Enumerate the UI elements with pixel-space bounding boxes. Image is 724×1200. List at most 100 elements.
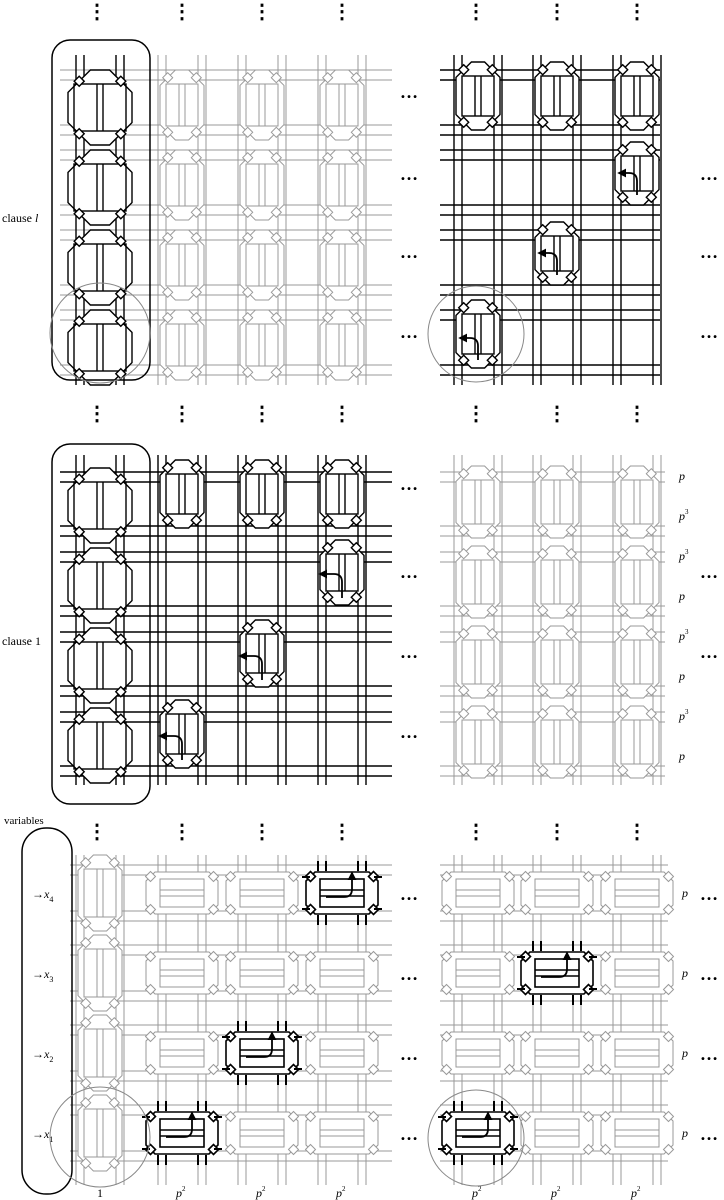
gadget-inner bbox=[455, 1038, 501, 1068]
vertical-ellipsis: ⋮ bbox=[466, 821, 486, 843]
gadget-node bbox=[662, 1143, 675, 1156]
gadget-node bbox=[350, 366, 363, 379]
gadget-node bbox=[270, 151, 283, 164]
gadget-node bbox=[241, 311, 254, 324]
gadget-node bbox=[73, 75, 86, 88]
row-label-p: p bbox=[678, 469, 685, 483]
gadget-inner bbox=[245, 323, 279, 367]
gadget-node bbox=[161, 231, 174, 244]
gadget-node bbox=[304, 1110, 317, 1123]
gadget-node bbox=[321, 231, 334, 244]
literal-gadget bbox=[239, 149, 285, 221]
gadget-node bbox=[536, 271, 549, 284]
gadget-inner bbox=[165, 473, 199, 515]
literal-gadget bbox=[159, 69, 205, 141]
gadget-node bbox=[108, 997, 121, 1010]
gadget-node bbox=[73, 287, 86, 300]
literal-gadget bbox=[159, 149, 205, 221]
highlight-circle bbox=[49, 1086, 151, 1188]
gadget-node bbox=[616, 116, 629, 129]
ellipsis: … bbox=[700, 1044, 718, 1064]
gadget-node bbox=[321, 366, 334, 379]
flow-arrow bbox=[326, 871, 357, 898]
gadget-node bbox=[190, 151, 203, 164]
gadget-node bbox=[565, 524, 578, 537]
gadget-node bbox=[565, 271, 578, 284]
gadget-inner bbox=[73, 83, 127, 132]
gadget-node bbox=[582, 1143, 595, 1156]
variable-gadget bbox=[304, 1030, 380, 1076]
gadget-node bbox=[207, 950, 220, 963]
gadget-node bbox=[565, 604, 578, 617]
vertical-ellipsis: ⋮ bbox=[172, 1, 192, 23]
variable-gadget bbox=[144, 1030, 220, 1076]
gadget-inner bbox=[540, 75, 574, 117]
gadget-node bbox=[536, 223, 549, 236]
gadget-node bbox=[241, 461, 254, 474]
gadget-node bbox=[73, 367, 86, 380]
gadget-node bbox=[161, 701, 174, 714]
gadget-inner bbox=[325, 243, 359, 287]
gadget-node bbox=[536, 707, 549, 720]
flow-arrow bbox=[458, 333, 479, 360]
active-gadget bbox=[534, 221, 580, 286]
gadget-node bbox=[565, 764, 578, 777]
gadget-node bbox=[536, 627, 549, 640]
active-gadget bbox=[614, 141, 660, 206]
gadget-inner bbox=[325, 473, 359, 515]
gadget-node bbox=[321, 541, 334, 554]
gadget-node bbox=[241, 514, 254, 527]
gadget-node bbox=[241, 286, 254, 299]
gadget-inner bbox=[325, 323, 359, 367]
gadget-node bbox=[224, 950, 237, 963]
gadget-inner bbox=[614, 1038, 660, 1068]
gadget-node bbox=[73, 155, 86, 168]
gadget-node bbox=[536, 467, 549, 480]
flow-arrow bbox=[158, 731, 183, 760]
variable-gadget bbox=[440, 870, 516, 916]
gadget-node bbox=[486, 684, 499, 697]
variable-gadget bbox=[519, 870, 595, 916]
gadget-node bbox=[536, 547, 549, 560]
gadget-node bbox=[367, 983, 380, 996]
gadget-node bbox=[207, 903, 220, 916]
gadget-outline bbox=[67, 309, 133, 386]
gadget-outline bbox=[520, 1031, 594, 1075]
gadget-node bbox=[73, 685, 86, 698]
gadget-node bbox=[79, 856, 92, 869]
gadget-node bbox=[190, 514, 203, 527]
ellipsis: … bbox=[400, 242, 418, 262]
gadget-node bbox=[486, 524, 499, 537]
variable-gadget bbox=[599, 1110, 675, 1156]
gadget-node bbox=[662, 870, 675, 883]
literal-gadget bbox=[534, 625, 580, 699]
gadget-node bbox=[536, 63, 549, 76]
gadget-node bbox=[662, 983, 675, 996]
gadget-node bbox=[486, 764, 499, 777]
gadget-layer bbox=[67, 61, 675, 1172]
gadget-outline bbox=[520, 1111, 594, 1155]
gadget-node bbox=[287, 1110, 300, 1123]
gadget-node bbox=[144, 870, 157, 883]
gadget-node bbox=[224, 1030, 237, 1043]
gadget-node bbox=[616, 143, 629, 156]
gadget-node bbox=[108, 917, 121, 930]
vertical-ellipsis: ⋮ bbox=[627, 1, 647, 23]
ellipsis: … bbox=[700, 884, 718, 904]
gadget-node bbox=[565, 684, 578, 697]
literal-gadget bbox=[455, 465, 501, 539]
gadget-inner bbox=[83, 948, 117, 998]
literal-gadget bbox=[614, 545, 660, 619]
gadget-node bbox=[350, 71, 363, 84]
variable-gadget bbox=[599, 870, 675, 916]
gadget-node bbox=[486, 604, 499, 617]
gadget-inner bbox=[461, 639, 495, 685]
gadget-node bbox=[224, 870, 237, 883]
gadget-node bbox=[304, 983, 317, 996]
gadget-node bbox=[321, 286, 334, 299]
gadget-node bbox=[114, 75, 127, 88]
variable-label: →x2 bbox=[32, 1047, 53, 1064]
gadget-node bbox=[190, 231, 203, 244]
active-gadget bbox=[159, 699, 205, 769]
gadget-node bbox=[207, 1030, 220, 1043]
